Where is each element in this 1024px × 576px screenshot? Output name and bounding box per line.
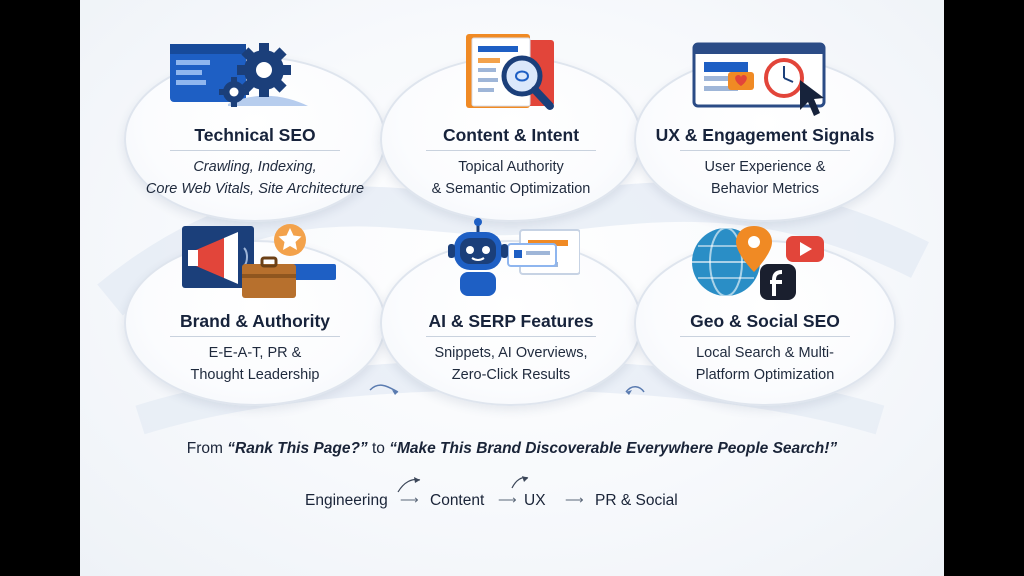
card-divider xyxy=(680,150,850,151)
tagline-quote-rank: “Rank This Page?” xyxy=(227,440,368,457)
card-description: Core Web Vitals, Site Architecture xyxy=(145,181,365,197)
flow-step-engineering: Engineering xyxy=(305,492,388,509)
card-title: Brand & Authority xyxy=(179,311,331,331)
tagline-prefix: From xyxy=(186,440,228,457)
tagline-quote-brand: “Make This Brand Discoverable Everywhere… xyxy=(389,440,838,457)
card-description: Snippets, AI Overviews, xyxy=(434,345,588,361)
card-title: Geo & Social SEO xyxy=(690,311,840,331)
card-divider xyxy=(170,150,340,151)
card-description: User Experience & xyxy=(704,159,826,175)
flow-arrow-icon: ⟶ xyxy=(565,492,584,507)
infographic-canvas: Technical SEO Content & Intent UX & Enga… xyxy=(80,0,944,576)
document-magnifier-icon xyxy=(466,34,554,110)
card-description: Behavior Metrics xyxy=(711,181,819,197)
card-title: UX & Engagement Signals xyxy=(655,125,875,145)
card-divider xyxy=(680,336,850,337)
card-description: Zero-Click Results xyxy=(451,367,571,383)
flow-arrow-icon: ⟶ xyxy=(400,492,419,507)
card-divider xyxy=(426,336,596,337)
robot-serp-icon xyxy=(448,218,580,296)
card-description: Platform Optimization xyxy=(695,367,835,383)
gears-browser-icon xyxy=(170,43,308,107)
flow-curved-arrows xyxy=(397,476,529,493)
card-description: Crawling, Indexing, xyxy=(193,159,317,175)
flow-arrow-icon: ⟶ xyxy=(498,492,517,507)
tagline: From “Rank This Page?” to “Make This Bra… xyxy=(80,440,944,458)
card-title: Content & Intent xyxy=(442,125,580,145)
globe-pin-social-icon xyxy=(692,226,824,300)
tagline-middle: to xyxy=(367,440,390,457)
card-description: & Semantic Optimization xyxy=(431,181,591,197)
card-divider xyxy=(426,150,596,151)
card-title: AI & SERP Features xyxy=(428,311,594,331)
card-ai-serp xyxy=(380,240,642,406)
card-title: Technical SEO xyxy=(194,125,316,145)
card-description: Thought Leadership xyxy=(190,367,320,383)
card-content-intent xyxy=(380,56,642,222)
card-description: Topical Authority xyxy=(458,159,564,175)
browser-cursor-icon xyxy=(692,42,826,116)
flow-step-ux: UX xyxy=(524,492,546,509)
flow-step-content: Content xyxy=(430,492,485,509)
card-divider xyxy=(170,336,340,337)
card-description: Local Search & Multi- xyxy=(696,345,834,361)
megaphone-briefcase-icon xyxy=(182,224,336,298)
card-description: E-E-A-T, PR & xyxy=(208,345,302,361)
flow-step-pr-social: PR & Social xyxy=(595,492,678,509)
